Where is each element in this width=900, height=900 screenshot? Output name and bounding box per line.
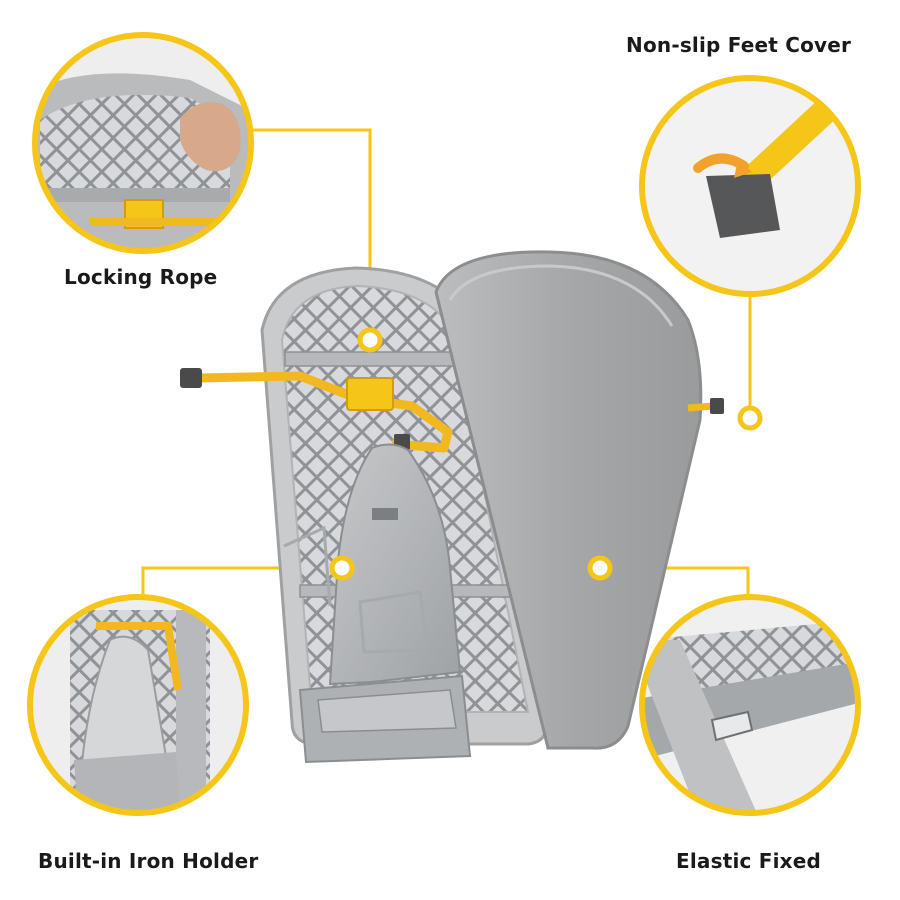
label-locking-rope: Locking Rope — [64, 265, 218, 289]
folding-legs — [180, 368, 724, 453]
detail-feet-cover — [639, 75, 861, 297]
dot-locking-rope — [357, 327, 383, 353]
detail-elastic-fixed — [639, 594, 861, 816]
label-non-slip-feet-cover: Non-slip Feet Cover — [626, 33, 852, 57]
dot-feet-cover — [737, 405, 763, 431]
connector-locking-rope — [250, 128, 372, 328]
detail-locking-rope — [32, 32, 254, 254]
leg-foot-right — [710, 398, 724, 414]
dot-elastic — [587, 555, 613, 581]
iron-holder — [283, 443, 472, 764]
connector-iron-holder — [141, 566, 330, 598]
ironing-board-cover — [434, 250, 703, 750]
label-elastic-fixed: Elastic Fixed — [676, 849, 822, 873]
leg-foot-left — [180, 368, 202, 388]
detail-iron-holder — [27, 594, 249, 816]
label-built-in-iron-holder: Built-in Iron Holder — [38, 849, 259, 873]
callout-dots — [329, 327, 763, 581]
dot-iron-holder — [329, 555, 355, 581]
